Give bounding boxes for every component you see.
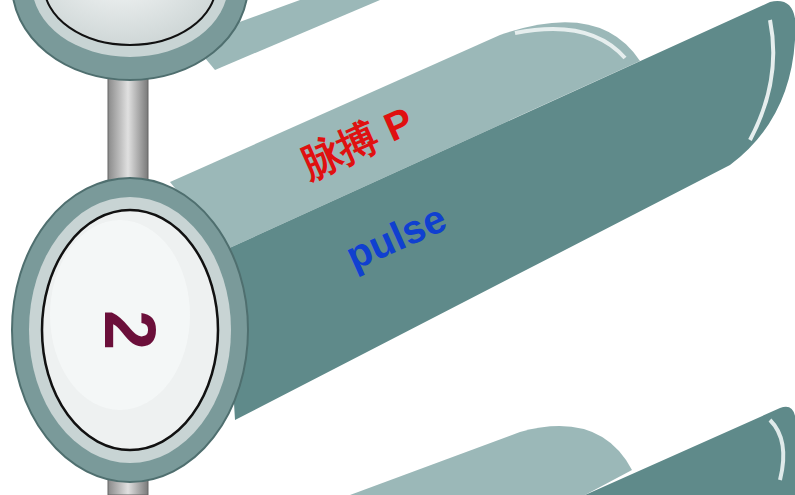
bottom-band xyxy=(350,407,795,495)
number-button: 2 xyxy=(10,175,250,485)
band-shape xyxy=(170,0,795,430)
top-button xyxy=(12,0,380,80)
label-band: 脉搏 Ppulse xyxy=(170,0,795,430)
callout-number: 2 xyxy=(89,310,171,350)
